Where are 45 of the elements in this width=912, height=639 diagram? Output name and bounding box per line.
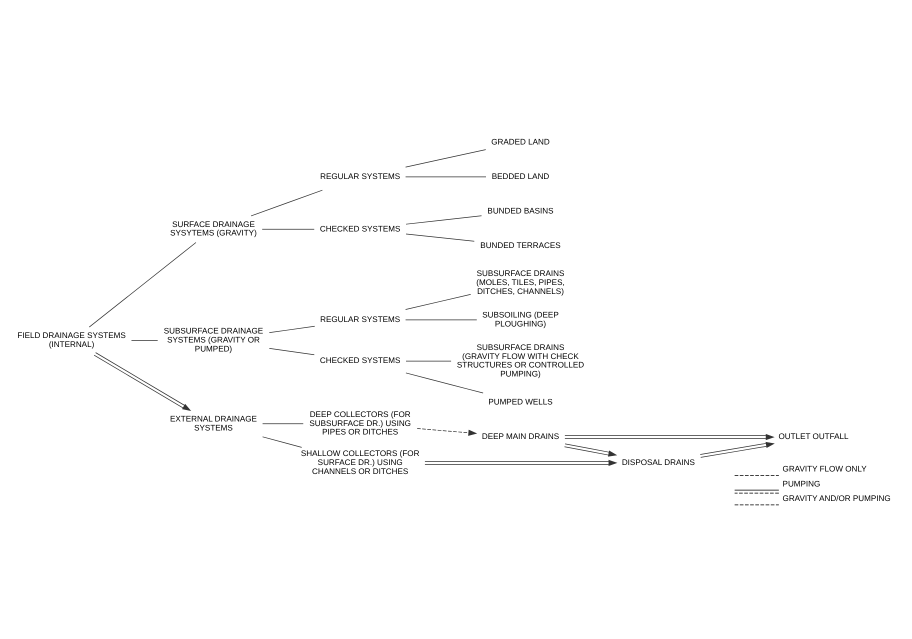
node-text: REGULAR SYSTEMS: [320, 314, 400, 324]
connector: [405, 149, 486, 168]
node-text: OUTLET OUTFALL: [778, 432, 849, 442]
node-text: EXTERNAL DRAINAGE SYSTEMS: [170, 414, 257, 432]
node-text: SUBSURFACE DRAINAGE SYSTEMS (GRAVITY OR PUMPED): [164, 326, 264, 354]
connector: [268, 326, 316, 334]
node-text: SURFACE DRAINAGE SYSYTEMS (GRAVITY): [170, 220, 257, 238]
node-text: DEEP MAIN DRAINS: [482, 432, 560, 442]
connector: [406, 372, 484, 394]
node-text: BUNDED TERRACES: [480, 241, 561, 250]
node-text: SUBSURFACE DRAINS (GRAVITY FLOW WITH CHECK STRUCTURES OR CONTROLLED PUMPING): [456, 342, 584, 378]
arrow: [416, 428, 478, 436]
connector: [262, 423, 304, 424]
legend-label: GRAVITY FLOW ONLY: [782, 464, 867, 474]
node-text: FIELD DRAINAGE SYSTEMS (INTERNAL): [17, 331, 126, 349]
node-text: BEDDED LAND: [492, 172, 550, 181]
arrow: [94, 352, 192, 412]
node-text: DISPOSAL DRAINS: [622, 458, 695, 467]
connector: [406, 215, 482, 225]
legend-label: PUMPING: [782, 479, 820, 488]
arrow: [700, 442, 775, 458]
connector: [406, 360, 452, 362]
connector: [88, 242, 196, 328]
connector: [406, 234, 475, 242]
legend-label: GRAVITY AND/OR PUMPING: [782, 494, 891, 504]
node-text: BUNDED BASINS: [487, 206, 554, 216]
node-text: SUBSURFACE DRAINS (MOLES, TILES, PIPES, DITCHES, CHANNELS): [476, 269, 565, 296]
connector: [262, 436, 302, 448]
node-text: PUMPED WELLS: [488, 397, 553, 406]
connector: [405, 176, 486, 178]
node-text: GRADED LAND: [491, 137, 550, 146]
connector: [131, 340, 158, 341]
node-text: SUBSOILING (DEEP PLOUGHING): [482, 310, 559, 328]
node-text: CHECKED SYSTEMS: [320, 224, 400, 234]
node-text: DEEP COLLECTORS (FOR SUBSURFACE DR.) USING PIPES OR DITCHES: [309, 410, 411, 437]
node-text: CHECKED SYSTEMS: [320, 356, 400, 366]
arrow: [564, 444, 618, 457]
node-text: REGULAR SYSTEMS: [320, 172, 400, 181]
connector: [405, 294, 472, 310]
arrow: [564, 434, 775, 440]
connector: [262, 228, 315, 230]
arrow: [424, 460, 618, 466]
node-text: SHALLOW COLLECTORS (FOR SURFACE DR.) USING CHANNELS OR DITCHES: [300, 449, 420, 476]
connector: [268, 348, 315, 356]
connector: [250, 190, 323, 216]
